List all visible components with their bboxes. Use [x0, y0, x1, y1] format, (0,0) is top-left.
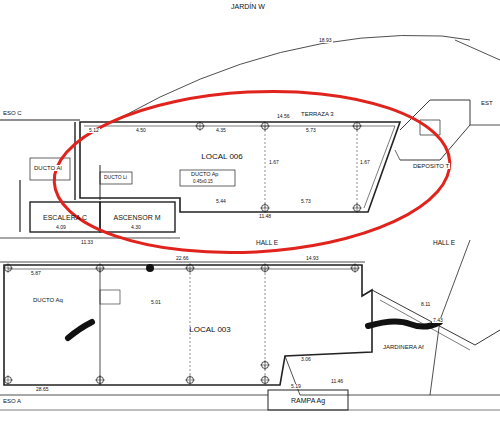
dimension: 5.19	[290, 384, 302, 389]
dimension: 18.93	[318, 38, 333, 43]
room-label: RAMPA Ag	[291, 397, 325, 404]
dimension: 4.35	[215, 128, 227, 133]
dimension: 4.30	[130, 225, 142, 230]
dimension: 1.67	[359, 160, 371, 165]
area-label: JARDÍN W	[230, 3, 266, 10]
dimension: 4.09	[55, 225, 67, 230]
dimension: 14.93	[305, 256, 320, 261]
dimension: 8.11	[420, 302, 431, 307]
dimension: 5.73	[300, 199, 312, 204]
area-label: HALL E	[255, 240, 279, 247]
dimension: 11.46	[330, 379, 344, 384]
dimension: 28.65	[35, 387, 50, 392]
dimension: 3.06	[300, 357, 312, 362]
room: ESCALERA C	[41, 213, 89, 222]
dimension: 1.67	[268, 160, 280, 165]
dimension: 5.87	[30, 271, 42, 276]
dimension: 4.50	[135, 128, 147, 133]
area-label: DUCTO Al	[33, 165, 63, 171]
area-label: ESO A	[2, 398, 22, 404]
room-label: ESCALERA C	[43, 214, 87, 221]
dimension: 14.56	[276, 114, 291, 119]
dimension: 7.43	[432, 318, 444, 323]
room-label: ASCENSOR M	[113, 214, 160, 221]
area-label: DUCTO Aq	[32, 297, 64, 303]
dimension: 5.44	[215, 199, 227, 204]
room: ASCENSOR M	[111, 213, 162, 222]
area-label: EST	[480, 100, 494, 106]
dimension: 22.66	[175, 256, 190, 261]
area-label: JARDINERA Af	[382, 344, 425, 350]
area-label: DUCTO Li	[103, 175, 128, 180]
dimension: 11.33	[80, 240, 94, 245]
room: LOCAL 003	[187, 325, 233, 335]
room: LOCAL 006	[199, 152, 245, 162]
area-label: HALL E	[432, 240, 456, 247]
room-label: LOCAL 003	[189, 326, 231, 334]
dimension: 11.48	[258, 214, 272, 219]
area-label: DUCTO Ap	[190, 172, 219, 178]
dimension: 0.45x0.15	[192, 180, 214, 185]
room: RAMPA Ag	[289, 396, 327, 405]
room-label: LOCAL 006	[201, 153, 243, 161]
dimension: 5.01	[150, 300, 162, 305]
area-label: DEPOSITO T	[412, 163, 450, 169]
area-label: TERRAZA 3	[300, 111, 335, 117]
area-label: ESO C	[2, 110, 23, 116]
dimension: 5.73	[305, 128, 317, 133]
dimension: 5.12	[88, 128, 100, 133]
